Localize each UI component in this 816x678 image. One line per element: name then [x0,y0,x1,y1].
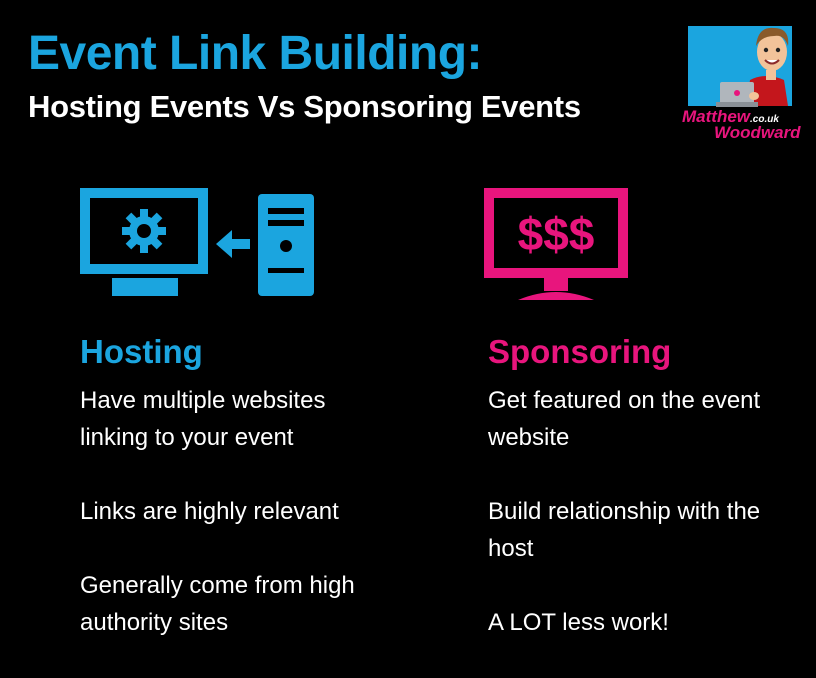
monitor-dollar-text: $$$ [518,208,595,260]
monitor-dollar-icon: $$$ [484,188,628,300]
hosting-point: Have multiple websites linking to your e… [80,387,326,451]
cartoon-man-laptop-icon [688,26,792,107]
logo-tld: .co.uk [750,114,779,125]
monitor-gear-server-icon [80,188,314,296]
sponsoring-heading: Sponsoring [488,333,672,370]
hosting-point: Generally come from high authority sites [80,572,355,636]
hosting-heading: Hosting [80,333,203,370]
sponsoring-point: A LOT less work! [488,609,669,636]
sponsoring-point: Build relationship with the host [488,498,761,562]
sponsoring-point: Get featured on the event website [488,387,761,451]
sponsoring-column: Sponsoring Get featured on the event web… [488,332,816,678]
page-subtitle: Hosting Events Vs Sponsoring Events [28,89,581,124]
logo-name-first: Matthew [682,107,750,126]
logo-name-last: Woodward [714,123,801,142]
matthew-woodward-logo: Matthew.co.uk Woodward [682,22,801,142]
hosting-column: Hosting Have multiple websites linking t… [80,332,410,678]
page-title: Event Link Building: [28,27,483,80]
hosting-point: Links are highly relevant [80,498,339,525]
